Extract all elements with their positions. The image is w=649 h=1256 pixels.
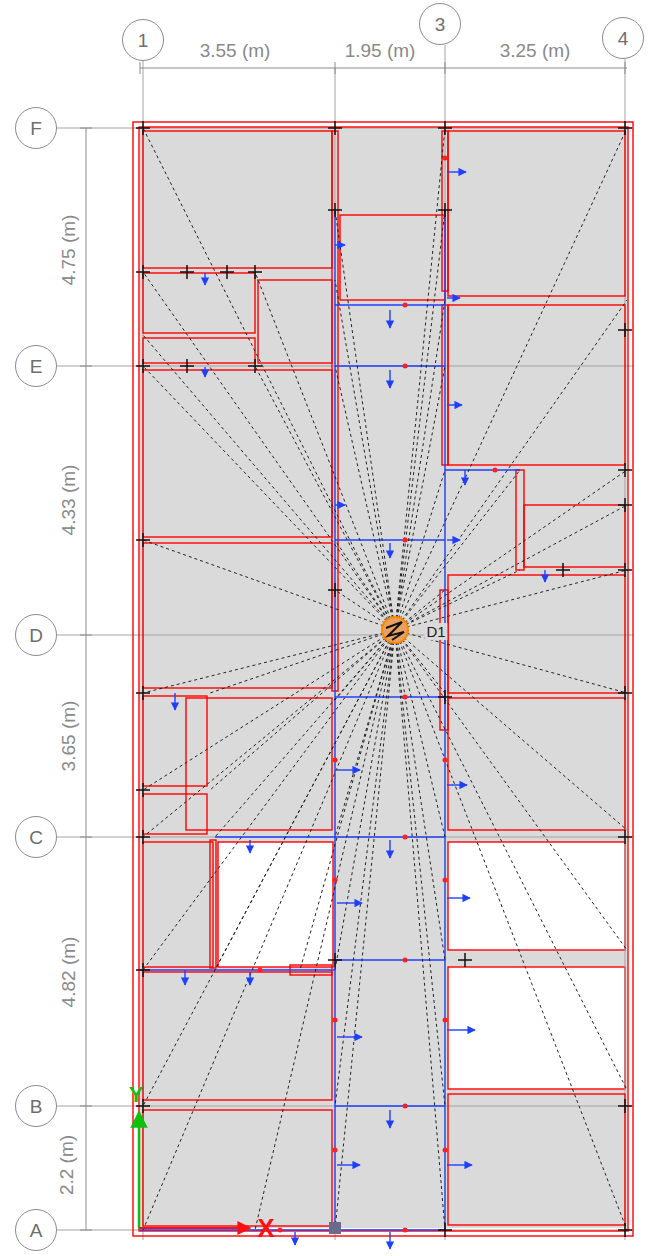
grid-label: F: [30, 119, 42, 138]
grid-label: A: [30, 1221, 43, 1240]
grid-bubble: 4: [602, 17, 644, 59]
dimension-lines: [80, 62, 627, 1230]
load-arrows: [175, 172, 545, 1249]
grid-label: D: [29, 626, 43, 645]
label-text: 4.33 (m): [58, 465, 79, 536]
label-text: 3.65 (m): [58, 701, 79, 772]
joint-marks: [136, 121, 632, 1237]
dimension-label: 4.33 (m): [59, 465, 78, 536]
label-text: 3.55 (m): [200, 40, 271, 61]
label-text: 2.2 (m): [56, 1135, 77, 1195]
dimension-label: 3.25 (m): [500, 41, 571, 60]
grid-label: 4: [618, 29, 629, 48]
label-text: 4.82 (m): [58, 937, 79, 1008]
grid-bubble: D: [15, 614, 57, 656]
diaphragm-label: D1: [424, 624, 447, 640]
wall-outlines: [133, 122, 633, 1236]
grid-bubble: B: [15, 1085, 57, 1127]
grid-label: 1: [138, 31, 149, 50]
label-text: 1.95 (m): [345, 40, 416, 61]
label-text: Y: [129, 1082, 144, 1107]
dimension-label: 4.82 (m): [59, 937, 78, 1008]
axis-label: Y: [129, 1084, 144, 1106]
label-text: 3.25 (m): [500, 40, 571, 61]
grid-bubble: E: [15, 345, 57, 387]
diaphragm-lines: [143, 128, 627, 1230]
mass-centre: [382, 617, 408, 643]
grid-lines: [57, 45, 633, 1240]
dimension-label: 2.2 (m): [57, 1135, 76, 1195]
dimension-label: 3.55 (m): [200, 41, 271, 60]
load-points: [258, 156, 498, 1233]
label-text: X: [257, 1213, 274, 1243]
axis-symbol: [139, 1112, 341, 1234]
beams: [140, 210, 520, 1230]
grid-bubble: F: [15, 107, 57, 149]
grid-bubble: 3: [419, 3, 461, 45]
openings: [218, 842, 625, 1089]
grid-bubble: C: [15, 816, 57, 858]
grid-label: C: [29, 828, 43, 847]
grid-bubble: A: [15, 1209, 57, 1251]
grid-label: B: [30, 1097, 43, 1116]
axis-label: X: [257, 1215, 274, 1241]
dimension-label: 4.75 (m): [59, 215, 78, 286]
grid-label: 3: [435, 15, 446, 34]
grid-bubble: 1: [122, 19, 164, 61]
grid-label: E: [30, 357, 43, 376]
label-text: D1: [424, 623, 447, 640]
label-text: 4.75 (m): [58, 215, 79, 286]
dimension-label: 1.95 (m): [345, 41, 416, 60]
dimension-label: 3.65 (m): [59, 701, 78, 772]
